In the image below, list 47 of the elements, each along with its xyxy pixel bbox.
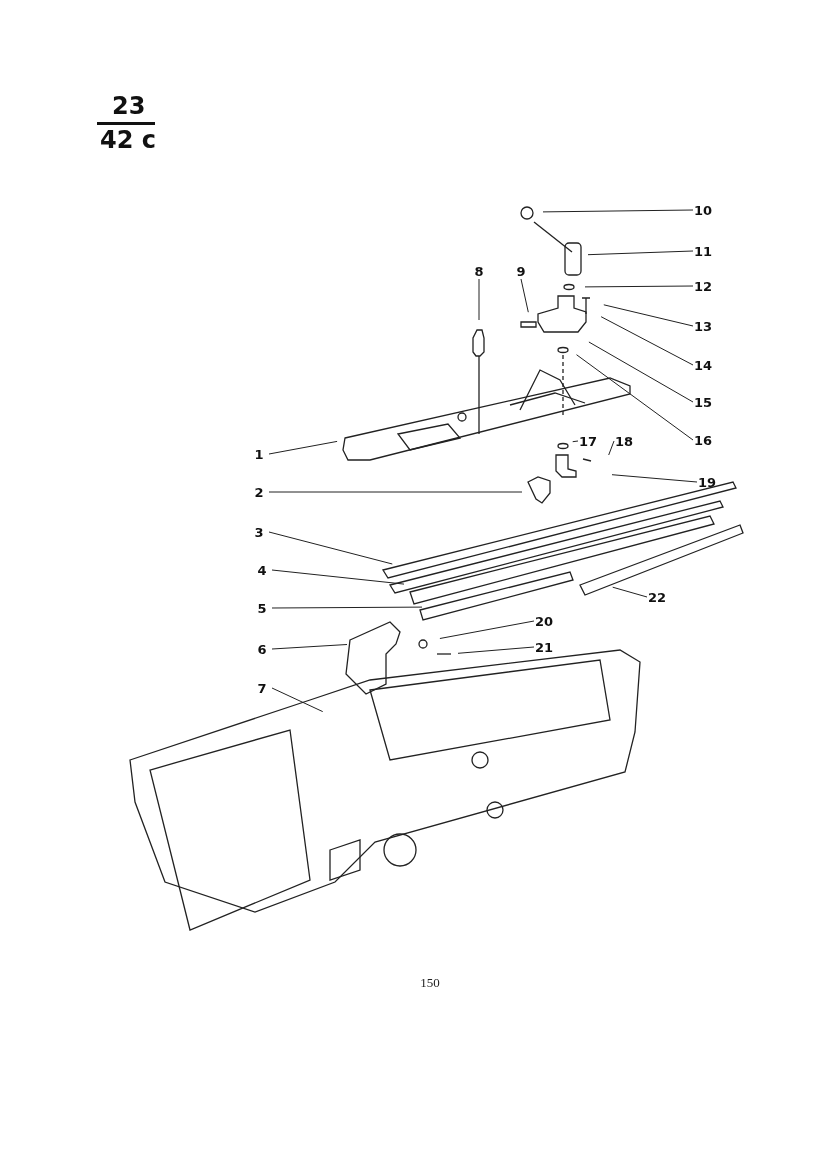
- leader-line: [603, 304, 694, 327]
- callout-number: 11: [694, 244, 712, 258]
- callout-number: 7: [253, 681, 271, 695]
- page-number: 150: [419, 975, 441, 991]
- callout-number: 17: [579, 434, 597, 448]
- leader-line: [271, 606, 423, 609]
- callout-number: 2: [250, 485, 268, 499]
- callout-number: 18: [615, 434, 633, 448]
- callout-number: 21: [535, 640, 553, 654]
- leader-line: [271, 687, 324, 713]
- callout-number: 22: [648, 590, 666, 604]
- leader-line: [439, 620, 535, 639]
- leader-line: [268, 440, 338, 455]
- leader-line: [268, 491, 523, 493]
- callout-number: 19: [698, 475, 716, 489]
- figure-number: 42 c: [100, 126, 156, 154]
- callout-number: 9: [512, 264, 530, 278]
- callout-number: 6: [253, 642, 271, 656]
- callout-number: 13: [694, 319, 712, 333]
- leader-line: [542, 209, 694, 213]
- callout-number: 1: [250, 447, 268, 461]
- leader-line: [611, 474, 698, 483]
- leader-line: [572, 440, 579, 443]
- leader-line: [520, 278, 529, 313]
- callout-number: 15: [694, 395, 712, 409]
- leader-line: [268, 531, 393, 565]
- callout-number: 8: [470, 264, 488, 278]
- leader-line: [608, 440, 615, 456]
- leader-line: [584, 285, 694, 288]
- leader-line: [457, 646, 535, 654]
- figure-number: 23: [112, 92, 146, 120]
- leader-line: [271, 569, 405, 585]
- leader-line: [271, 644, 348, 650]
- leader-line: [576, 354, 694, 441]
- leader-line: [600, 316, 694, 366]
- leader-line: [612, 586, 648, 598]
- callout-number: 10: [694, 203, 712, 217]
- leader-line: [478, 278, 480, 321]
- callout-number: 12: [694, 279, 712, 293]
- callout-number: 16: [694, 433, 712, 447]
- callout-number: 14: [694, 358, 712, 372]
- callout-number: 3: [250, 525, 268, 539]
- callout-number: 5: [253, 601, 271, 615]
- leader-line: [588, 341, 694, 403]
- leader-line: [587, 250, 694, 256]
- callout-number: 20: [535, 614, 553, 628]
- callout-number: 4: [253, 563, 271, 577]
